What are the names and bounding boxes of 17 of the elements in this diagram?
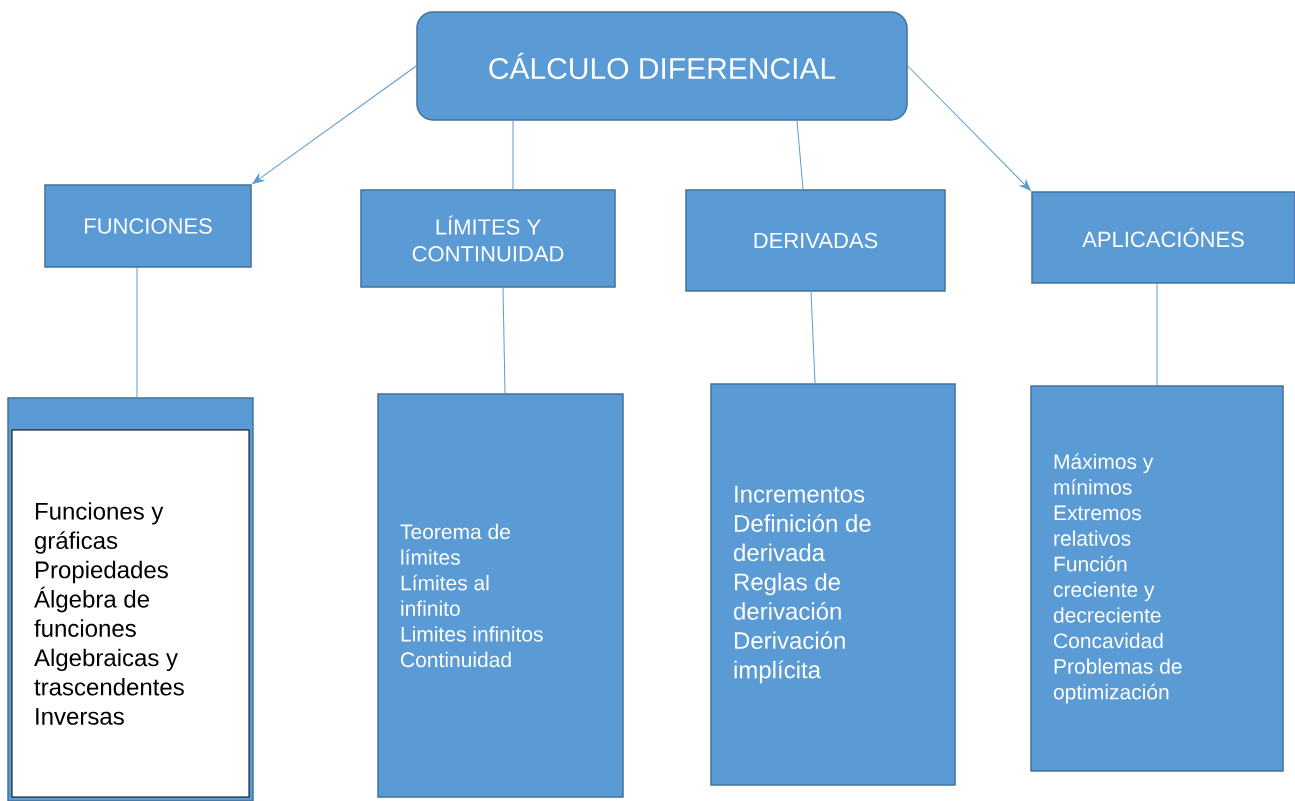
connector-line bbox=[512, 120, 514, 190]
connector-line bbox=[1156, 283, 1158, 386]
category-box: APLICACIÓNES bbox=[1031, 191, 1295, 284]
category-box: LÍMITES Y CONTINUIDAD bbox=[360, 189, 616, 288]
topic-list-box: Funciones y gráficas Propiedades Álgebra de funciones Algebraicas y trascendentes Inversas bbox=[11, 429, 250, 798]
category-box: FUNCIONES bbox=[44, 184, 252, 268]
topic-list-box: Teorema de límites Límites al infinito Limites infinitos Continuidad bbox=[377, 393, 624, 798]
category-box: DERIVADAS bbox=[685, 189, 946, 292]
title-box: CÁLCULO DIFERENCIAL bbox=[416, 11, 908, 121]
arrow bbox=[252, 65, 417, 184]
connector-line bbox=[810, 291, 816, 384]
connector-line bbox=[502, 287, 506, 394]
arrow bbox=[907, 65, 1031, 191]
connector-line bbox=[796, 120, 804, 190]
topic-list-box: Máximos y mínimos Extremos relativos Función creciente y decreciente Concavidad Problemas de optimización bbox=[1030, 385, 1284, 772]
topic-list-box: Incrementos Definición de derivada Reglas de derivación Derivación implícita bbox=[710, 383, 956, 786]
connector-line bbox=[136, 267, 138, 398]
